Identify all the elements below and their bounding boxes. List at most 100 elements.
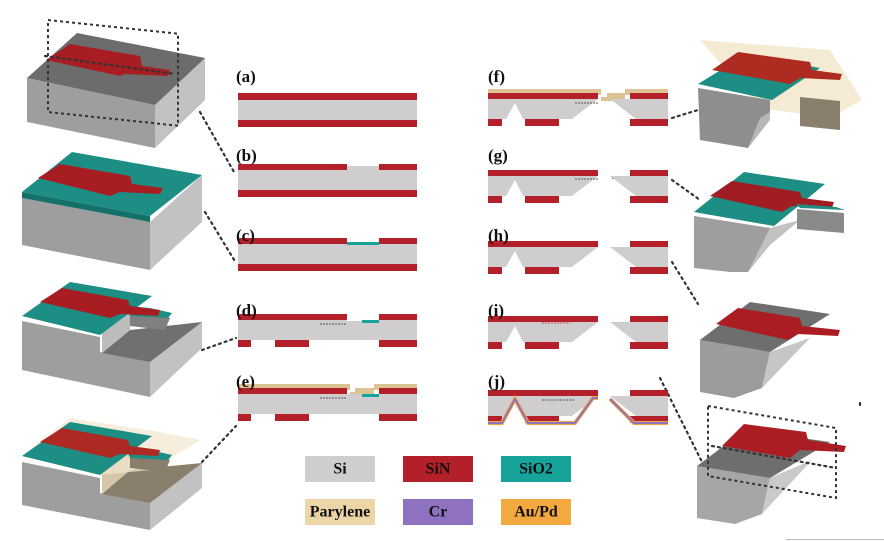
legend-label-si: Si [333,461,347,478]
sio2-layer-edge [22,192,150,222]
si-right-f [610,99,668,119]
sin-top-left-e [238,388,347,394]
sin-beam [38,164,163,196]
sin-top-right-j [630,390,668,396]
sin-top-a [238,93,417,100]
legend-item-sio2: SiO2 [501,456,571,482]
sin-top-left-c [238,238,347,244]
si-wafer-b [238,170,417,190]
sin-bottom-a [238,120,417,127]
sin-bottom-2-h [525,267,559,274]
connector-e [200,424,238,464]
block-3d-step-b [22,152,202,270]
sin-top-right-g [630,170,668,176]
sio2-tip [796,204,845,210]
si-block-side [150,463,202,530]
si-right-h [610,247,668,267]
sin-top-i [488,316,598,322]
si-wafer-d [238,320,417,340]
connector-b [203,210,238,265]
legend-label-cr: Cr [429,504,448,521]
legend-item-si: Si [305,456,375,482]
step-label-h: (h) [488,226,509,245]
sin-bottom-2-j [525,416,559,423]
sin-bottom-1-j [488,416,502,423]
si-right-g [610,176,668,196]
sin-beam [722,424,846,458]
si-left-i [488,322,598,342]
si-left-f [488,99,598,119]
legend-item-parylene: Parylene [305,499,375,525]
si-block-slope [762,460,812,514]
step-label-a: (a) [236,67,256,86]
sin-top-j [488,390,598,396]
legend-swatch-aupd [501,499,571,525]
si-block-front [700,340,770,398]
sin-top-right-d [379,314,417,320]
legend-swatch-si [305,456,375,482]
step-label-c: (c) [236,226,255,245]
sin-top-right-c [379,238,417,244]
si-right-j [610,396,668,416]
parylene-cavity-floor [102,463,202,503]
block-3d-step-e [22,418,202,530]
sio2-patch-c [347,242,379,245]
legend-item-sin: SiN [403,456,473,482]
si-left-g [488,176,598,196]
si-exposed-b [347,166,379,170]
legend-swatch-parylene [305,499,375,525]
legend-label-sin: SiN [426,461,451,478]
si-block-slope [762,338,810,388]
tip-pillar [797,209,844,233]
si-block-front [27,78,155,148]
sin-top-right-i [630,316,668,322]
connector-d [200,336,238,352]
si-left-h [488,247,598,267]
sin-beam [40,428,160,458]
sin-bottom-b [238,190,417,197]
sin-bottom-c [238,264,417,271]
sin-bottom-1-i [488,342,502,349]
sin-bottom-1-d [238,340,251,347]
etched-cavity-floor [102,322,202,362]
legend-swatch-cr [403,499,473,525]
legend-label-sio2: SiO2 [519,461,553,478]
si-block-slope [748,112,770,148]
legend-swatch-sio2 [501,456,571,482]
sin-beam [712,52,842,84]
sin-bottom-2-f [525,119,559,126]
connector-a [198,110,236,174]
border-fragment [786,539,884,540]
sin-beam [40,288,160,318]
si-block-front [694,216,770,272]
sin-top-g [488,170,598,176]
sin-bottom-2-g [525,196,559,203]
block-3d-step-f [698,40,862,148]
step-label-j: (j) [488,372,505,391]
sin-bottom-3-i [630,342,668,349]
sin-bottom-1-g [488,196,502,203]
cross-sections [238,89,668,425]
block-3d-step-d [22,282,202,397]
block-3d-step-j [697,404,846,524]
sin-bottom-2-i [525,342,559,349]
sin-top-left-b [238,164,347,170]
sio2-patch-e [362,394,379,397]
sin-top-left-d [238,314,347,320]
sin-bottom-3-j [630,416,668,423]
sin-top-right-f [630,93,668,99]
si-block-front [697,466,770,524]
sin-top-right-e [379,388,417,394]
si-block-front [22,321,150,397]
legend-item-aupd: Au/Pd [501,499,571,525]
sin-top-left-f [488,93,598,99]
sio2-patch-d [362,320,379,323]
sin-bottom-1-f [488,119,502,126]
connector-g [670,178,702,202]
step-label-g: (g) [488,146,508,165]
legend-swatch-sin [403,456,473,482]
sin-beam [710,181,834,212]
legend-label-aupd: Au/Pd [514,504,558,521]
sin-bottom-3-h [630,267,668,274]
si-block-front [22,462,150,530]
